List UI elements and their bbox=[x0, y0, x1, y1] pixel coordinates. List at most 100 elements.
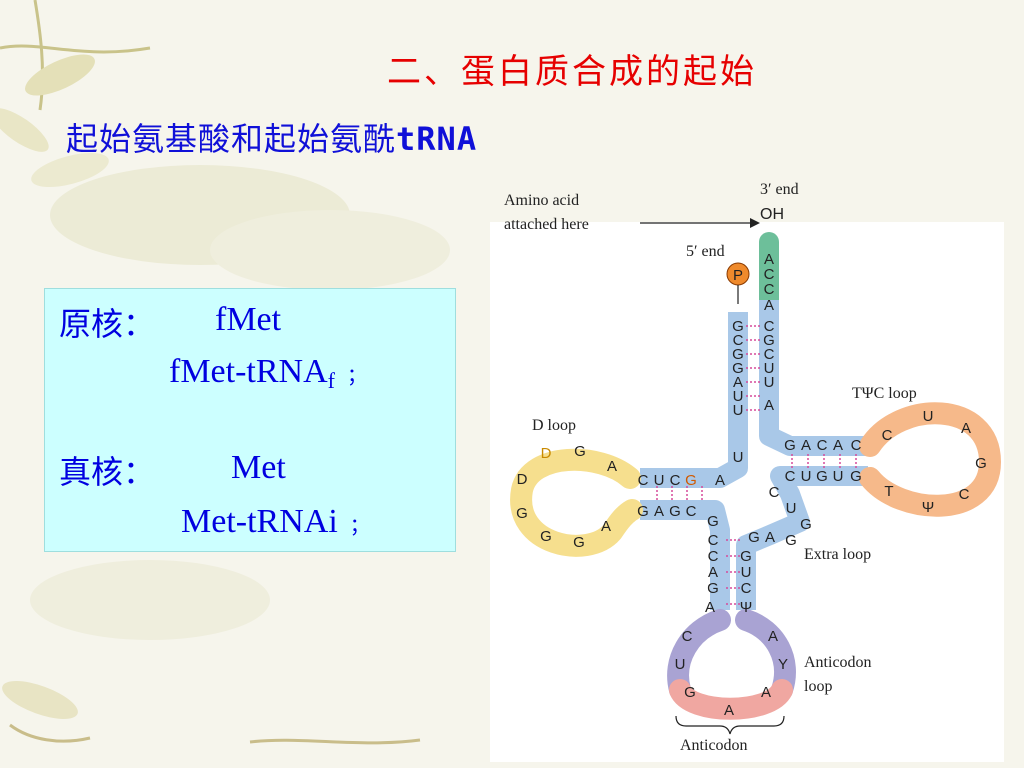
nt-variable-loop: U bbox=[786, 500, 797, 517]
prokaryote-trna-name: fMet-tRNA bbox=[169, 353, 328, 390]
anticodon-loop-label-1: Anticodon bbox=[804, 654, 872, 671]
nt-d-loop: A bbox=[601, 518, 611, 535]
nt-anticodon-stem: C bbox=[708, 548, 719, 565]
nt-acceptor-5: A bbox=[733, 374, 743, 391]
nt-anticodon-loop: Y bbox=[778, 656, 788, 673]
nt-acceptor-3: U bbox=[764, 360, 775, 377]
nt-t-loop: Ψ bbox=[922, 499, 935, 516]
eukaryote-amino-acid: Met bbox=[231, 449, 286, 486]
nt-anticodon-loop: C bbox=[682, 628, 693, 645]
nt-acceptor-3: C bbox=[764, 318, 775, 335]
trna-cloverleaf-diagram: Amino acid attached here 3′ end OH 5′ en… bbox=[504, 181, 1002, 754]
nt-acceptor-3: A bbox=[764, 251, 774, 268]
nt-anticodon-stem: Ψ bbox=[740, 599, 753, 616]
prokaryote-semicolon: ； bbox=[346, 365, 367, 387]
nt-d-stem: G bbox=[669, 503, 681, 520]
info-box: 原核： fMet fMet-tRNAf ； 真核： Met Met-tRNAi ； bbox=[44, 288, 456, 552]
nt-acceptor-3: C bbox=[764, 346, 775, 363]
anticodon-loop-label-2: loop bbox=[804, 678, 832, 695]
nt-t-stem: G bbox=[850, 468, 862, 485]
eukaryote-trna-name: Met-tRNAi bbox=[181, 503, 338, 540]
nt-anticodon-loop: A bbox=[761, 684, 771, 701]
nt-acceptor-5: U bbox=[733, 402, 744, 419]
nt-t-loop: C bbox=[959, 486, 970, 503]
nt-t-loop: A bbox=[961, 420, 971, 437]
nt-d-stem: A bbox=[715, 472, 725, 489]
nt-anticodon-stem: G bbox=[740, 548, 752, 565]
oh-label: OH bbox=[760, 206, 784, 223]
nt-variable-loop: G bbox=[800, 516, 812, 533]
nt-anticodon-loop: U bbox=[675, 656, 686, 673]
attached-here-label: attached here bbox=[504, 216, 589, 233]
nt-anticodon-stem: G bbox=[707, 580, 719, 597]
nt-d-loop: A bbox=[607, 458, 617, 475]
nt-d-loop: G bbox=[573, 534, 585, 551]
nucleotide-letters: A C C A C G C U U A G C G G A U U U C U … bbox=[516, 251, 987, 719]
nt-d-stem: C bbox=[638, 472, 649, 489]
nt-t-stem: G bbox=[784, 437, 796, 454]
nt-d-stem: C bbox=[670, 472, 681, 489]
nt-t-stem: U bbox=[801, 468, 812, 485]
anticodon-bracket bbox=[675, 715, 785, 735]
nt-acceptor-5: G bbox=[732, 346, 744, 363]
nt-anticodon-loop: G bbox=[684, 684, 696, 701]
extra-loop-label: Extra loop bbox=[804, 546, 871, 563]
nt-acceptor-5: G bbox=[732, 360, 744, 377]
nt-d-loop: G bbox=[574, 443, 586, 460]
nt-acceptor-3: G bbox=[763, 332, 775, 349]
prokaryote-amino-acid: fMet bbox=[215, 301, 282, 338]
nt-t-loop: U bbox=[923, 408, 934, 425]
trna-backbone bbox=[510, 232, 1002, 720]
nt-anticodon-stem: A bbox=[708, 564, 718, 581]
prokaryote-label: 原核： bbox=[59, 305, 156, 343]
eukaryote-trna: Met-tRNAi ； bbox=[181, 503, 370, 541]
amino-acid-label: Amino acid bbox=[504, 192, 579, 209]
nt-anticodon-stem: G bbox=[707, 513, 719, 530]
nt-d-loop: G bbox=[516, 505, 528, 522]
nt-d-stem: A bbox=[654, 503, 664, 520]
nt-anticodon-loop: A bbox=[724, 702, 734, 719]
nt-anticodon-stem: U bbox=[741, 564, 752, 581]
nt-acceptor-3: C bbox=[764, 266, 775, 283]
anticodon-label: Anticodon bbox=[680, 737, 748, 754]
five-end-label: 5′ end bbox=[686, 243, 725, 260]
leaf-shadow-decoration bbox=[30, 165, 450, 640]
nt-t-stem: C bbox=[785, 468, 796, 485]
nt-t-loop: G bbox=[975, 455, 987, 472]
nt-d-loop: G bbox=[540, 528, 552, 545]
nt-t-stem: G bbox=[816, 468, 828, 485]
t-loop-label: TΨC loop bbox=[852, 385, 917, 402]
three-end-label: 3′ end bbox=[760, 181, 799, 198]
nt-acceptor-5: G bbox=[732, 318, 744, 335]
nt-t-stem: U bbox=[833, 468, 844, 485]
slide-subtitle: 起始氨基酸和起始氨酰tRNA bbox=[66, 114, 477, 160]
nt-t-loop: C bbox=[882, 427, 893, 444]
twig-decoration-top-left bbox=[0, 0, 151, 188]
eukaryote-semicolon: ； bbox=[349, 515, 370, 537]
nt-variable-loop: G bbox=[785, 532, 797, 549]
prokaryote-trna: fMet-tRNAf ； bbox=[169, 353, 367, 394]
phosphate-label: P bbox=[733, 267, 743, 284]
nt-acceptor-3: U bbox=[764, 374, 775, 391]
subtitle-chinese: 起始氨基酸和起始氨酰 bbox=[66, 120, 397, 158]
nt-d-stem: G bbox=[685, 472, 697, 489]
nt-t-stem: A bbox=[833, 437, 843, 454]
slide-title: 二、蛋白质合成的起始 bbox=[387, 52, 757, 92]
nt-acceptor-3: A bbox=[764, 297, 774, 314]
nt-anticodon-loop: A bbox=[768, 628, 778, 645]
nt-anticodon-stem: C bbox=[741, 580, 752, 597]
nt-variable-loop: C bbox=[769, 484, 780, 501]
eukaryote-label: 真核： bbox=[59, 453, 156, 491]
nt-acceptor-5: C bbox=[733, 332, 744, 349]
subtitle-trna: tRNA bbox=[396, 120, 478, 158]
nt-t-stem: C bbox=[851, 437, 862, 454]
nt-anticodon-stem: A bbox=[705, 599, 715, 616]
nt-d-loop: D bbox=[541, 445, 552, 462]
nt-d-loop: D bbox=[517, 471, 528, 488]
nt-d-stem: G bbox=[637, 503, 649, 520]
nt-anticodon-stem: C bbox=[708, 532, 719, 549]
nt-acceptor-3: C bbox=[764, 281, 775, 298]
nt-t-stem: A bbox=[801, 437, 811, 454]
prokaryote-trna-subscript: f bbox=[327, 368, 335, 393]
twig-decoration-bottom bbox=[2, 681, 421, 745]
